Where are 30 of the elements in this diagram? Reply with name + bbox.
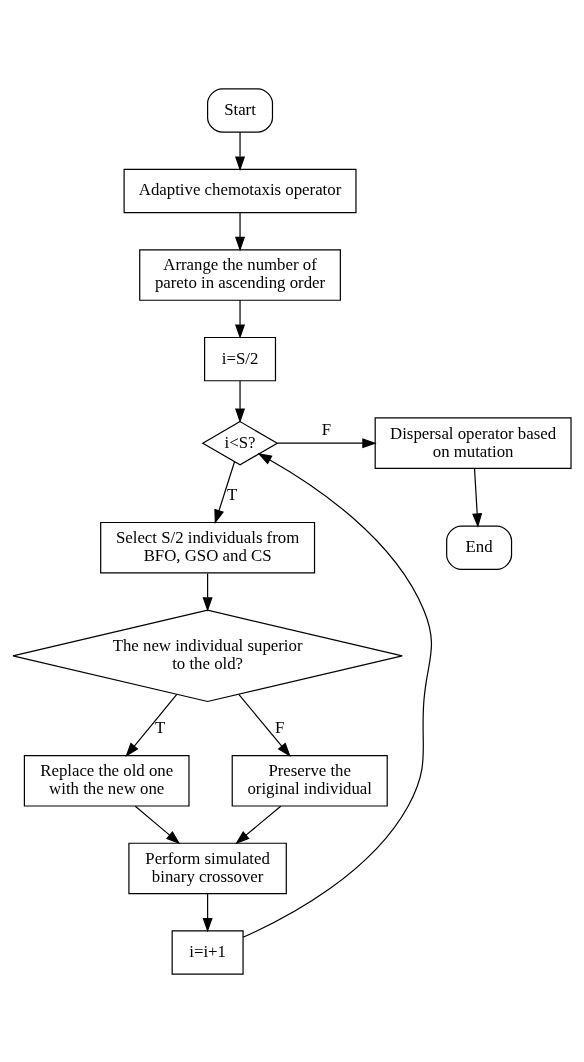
arrow (235, 379, 246, 423)
arrow (242, 452, 433, 938)
node-box: Dispersal operator based on mutation (374, 416, 572, 469)
arrow (235, 211, 246, 251)
node-box: End (446, 525, 513, 570)
arrow (235, 805, 282, 844)
arrow (134, 805, 181, 844)
node-box: Select S/2 individuals from BFO, GSO and CS (100, 521, 316, 574)
node-box: i=i+1 (171, 929, 244, 975)
edge-label: T (227, 484, 238, 504)
node-box: Preserve the original individual (231, 754, 388, 807)
edge-label: F (321, 419, 332, 439)
edge-label: T (155, 717, 166, 737)
node-box: Replace the old one with the new one (23, 754, 190, 807)
arrow (202, 572, 213, 612)
arrow (238, 693, 291, 757)
node-diamond: The new individual superior to the old? (12, 609, 403, 702)
node-box: Arrange the number of pareto in ascending order (139, 248, 341, 301)
node-box: Adaptive chemotaxis operator (123, 168, 357, 213)
arrow (235, 131, 246, 171)
arrow (235, 299, 246, 339)
arrow (214, 460, 236, 524)
arrow (125, 693, 178, 757)
edge-label: F (275, 717, 285, 737)
arrow (202, 892, 213, 932)
node-box: Start (207, 87, 274, 133)
node-box: i=S/2 (204, 336, 277, 381)
node-box: Perform simulated binary crossover (128, 842, 287, 894)
arrow (276, 437, 377, 448)
arrow (472, 467, 483, 528)
